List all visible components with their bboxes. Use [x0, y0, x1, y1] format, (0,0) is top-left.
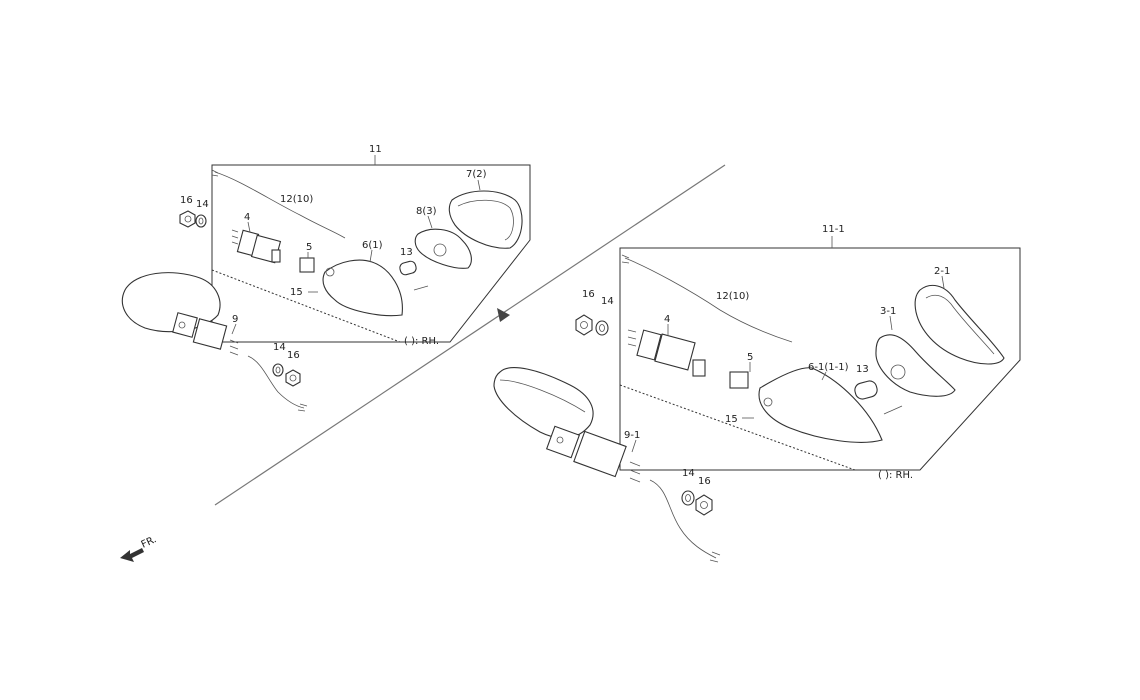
- left-nut-16b: [285, 369, 301, 387]
- right-socket-3: [875, 334, 956, 397]
- front-label: FR.: [140, 534, 159, 551]
- right-housing-4: [627, 329, 706, 377]
- left-label-14a: 14: [196, 199, 209, 210]
- right-label-14a: 14: [601, 296, 614, 307]
- right-label-4: 4: [664, 314, 670, 325]
- left-wire: [214, 171, 346, 239]
- right-nut-16b: [695, 494, 713, 516]
- left-bulb-13: [399, 260, 417, 276]
- right-clip-5: [729, 371, 749, 389]
- direction-arrow-icon: [497, 308, 510, 322]
- left-clip-5: [299, 257, 315, 273]
- front-indicator: FR.: [120, 534, 158, 562]
- left-label-5: 5: [306, 242, 312, 253]
- right-label-16b: 16: [698, 476, 711, 487]
- right-label-13: 13: [856, 364, 869, 375]
- right-body-6: [758, 367, 883, 443]
- right-nut-16: [575, 314, 593, 336]
- right-washer-14: [595, 320, 609, 336]
- right-wire: [624, 257, 793, 343]
- right-label-2: 2-1: [934, 266, 950, 277]
- divider-line: [214, 164, 726, 506]
- left-label-13: 13: [400, 247, 413, 258]
- left-assembled-indicator-9: [121, 272, 308, 412]
- left-socket-8: [414, 228, 472, 269]
- right-label-16a: 16: [582, 289, 595, 300]
- right-label-15: 15: [725, 414, 738, 425]
- left-label-4: 4: [244, 212, 250, 223]
- left-label-6: 6(1): [362, 240, 383, 251]
- left-label-14b: 14: [273, 342, 286, 353]
- left-label-12: 12(10): [280, 194, 313, 205]
- right-assembly-box: [619, 247, 1021, 471]
- right-lens-2: [914, 284, 1005, 365]
- left-label-7: 7(2): [466, 169, 487, 180]
- right-label-5: 5: [747, 352, 753, 363]
- left-nut-16: [179, 210, 196, 228]
- left-label-16a: 16: [180, 195, 193, 206]
- right-label-3: 3-1: [880, 306, 896, 317]
- front-arrow-icon: [120, 548, 144, 562]
- left-label-8: 8(3): [416, 206, 437, 217]
- left-label-16b: 16: [287, 350, 300, 361]
- left-rh-note: ( ): RH.: [404, 336, 439, 347]
- left-body-6: [322, 259, 403, 317]
- right-label-14b: 14: [682, 468, 695, 479]
- left-housing-4: [231, 229, 282, 264]
- right-label-12: 12(10): [716, 291, 749, 302]
- right-box-label: 11-1: [822, 224, 845, 235]
- left-box-label: 11: [369, 144, 382, 155]
- right-washer-14b: [681, 490, 695, 506]
- left-washer-14: [195, 214, 207, 228]
- right-label-6: 6-1(1-1): [808, 362, 849, 373]
- left-label-9: 9: [232, 314, 238, 325]
- right-rh-note: ( ): RH.: [878, 470, 913, 481]
- right-bulb-13: [854, 380, 878, 400]
- left-label-15: 15: [290, 287, 303, 298]
- left-lens-7: [448, 190, 523, 249]
- right-label-9: 9-1: [624, 430, 640, 441]
- right-assembled-indicator-9: [493, 367, 721, 563]
- left-assembly: 11 12(10) 16 14 4 5 15: [121, 144, 531, 412]
- left-washer-14b: [272, 363, 284, 377]
- right-assembly: 11-1 12(10) 16 14 4 5 15: [493, 224, 1021, 563]
